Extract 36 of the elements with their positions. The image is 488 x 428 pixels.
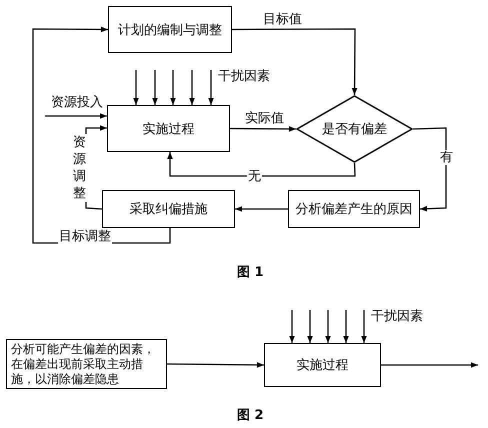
arrow [170, 70, 176, 105]
disturbance-label: 干扰因素 [218, 68, 274, 84]
arrow [152, 70, 158, 105]
connector-arrow [361, 310, 367, 343]
process-box: 分析可能产生偏差的因素，在偏差出现前采取主动措施，以消除偏差隐患 [6, 339, 167, 389]
process-box: 采取纠偏措施 [102, 190, 235, 228]
figure-caption: 图 2 [236, 408, 265, 423]
process-box: 实施过程 [107, 105, 230, 152]
arrow [45, 113, 107, 119]
arrow [189, 70, 195, 105]
process-box: 实施过程 [264, 343, 381, 387]
edge-label: 目标值 [262, 12, 303, 27]
connector-arrow [230, 126, 296, 132]
connector-arrow [235, 206, 288, 212]
connector-arrow [167, 152, 356, 177]
edge-label: 目标调整 [58, 229, 112, 244]
connector-arrow [412, 127, 447, 212]
connector-arrow [208, 70, 214, 105]
figure-caption: 图 1 [236, 265, 265, 280]
edge-label: 资源投入 [50, 95, 104, 110]
process-box: 计划的编制与调整 [108, 6, 232, 53]
disturbance-label: 干扰因素 [371, 308, 427, 324]
edge-label: 有 [439, 150, 454, 165]
process-box: 分析偏差产生的原因 [288, 190, 420, 228]
arrow [381, 362, 478, 368]
decision-diamond: 是否有偏差 [296, 95, 413, 163]
connector-arrow [232, 28, 358, 95]
connector-arrow [167, 362, 264, 368]
arrow [325, 310, 331, 343]
arrow [289, 310, 295, 343]
edge-label: 实际值 [244, 111, 285, 126]
arrow [343, 310, 349, 343]
arrow [133, 70, 139, 105]
arrow [307, 310, 313, 343]
edge-label: 无 [247, 169, 262, 184]
edge-label: 资源调整 [72, 134, 88, 202]
